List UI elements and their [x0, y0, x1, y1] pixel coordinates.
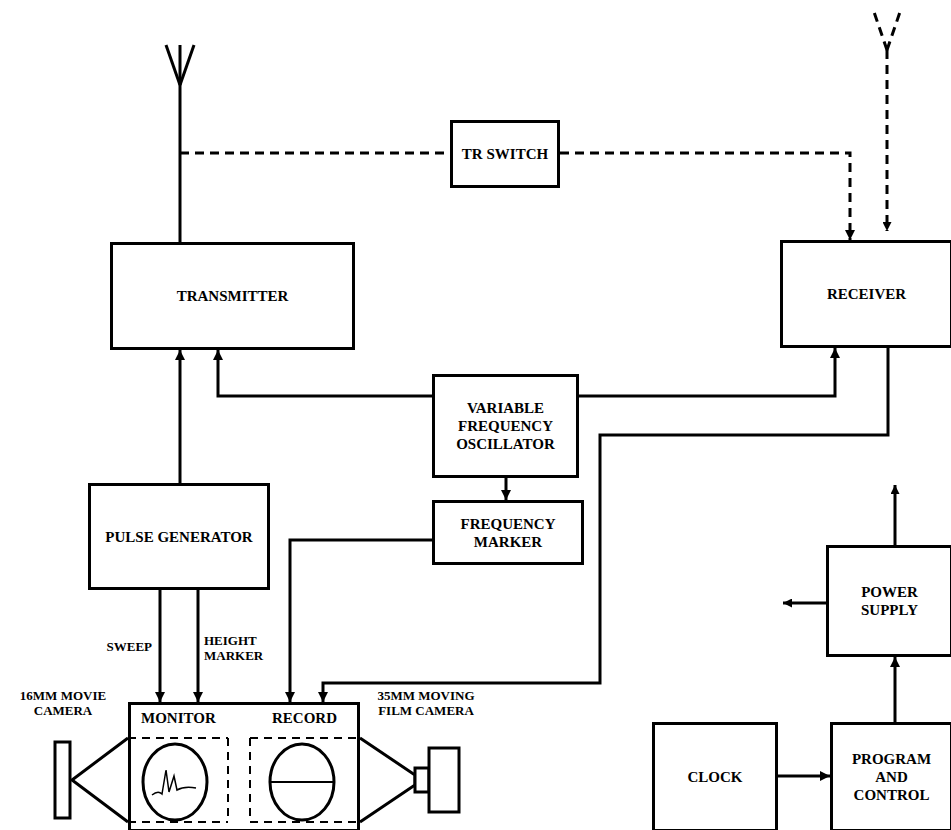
box-label: TRANSMITTER	[173, 287, 293, 305]
antenna-mast	[179, 45, 182, 242]
signal-label: HEIGHT MARKER	[204, 634, 284, 664]
antenna-mast	[886, 50, 889, 231]
signal-connector	[579, 348, 835, 396]
power-output-arrow	[783, 602, 826, 605]
box-label: CLOCK	[683, 768, 746, 786]
movie-camera	[55, 738, 128, 822]
signal-connector	[159, 590, 162, 702]
monitor-screen	[143, 744, 207, 820]
camera-label: 16MM MOVIE CAMERA	[4, 689, 122, 719]
process-box: TR SWITCH	[450, 120, 560, 188]
signal-connector	[894, 657, 897, 722]
display-panel: MONITOR RECORD	[128, 702, 360, 830]
box-label: TR SWITCH	[458, 145, 552, 163]
antenna-arm	[180, 45, 194, 85]
power-output-arrow	[894, 485, 897, 545]
camera-lens	[415, 768, 429, 792]
process-box: TRANSMITTER	[110, 242, 355, 350]
antenna-feed-line	[180, 152, 450, 155]
antenna-arm	[166, 45, 180, 85]
box-label: PULSE GENERATOR	[101, 528, 256, 546]
screen-trace	[152, 770, 196, 795]
process-box: POWER SUPPLY	[826, 545, 951, 657]
signal-connector	[560, 153, 850, 240]
antenna-arm	[874, 12, 887, 50]
camera-lens-cone	[360, 738, 415, 822]
box-label: FREQUENCY MARKER	[439, 515, 577, 551]
process-box: PULSE GENERATOR	[88, 483, 270, 590]
process-box: FREQUENCY MARKER	[432, 500, 584, 565]
box-label: MONITOR	[139, 709, 218, 727]
box-label: PROGRAM AND CONTROL	[838, 750, 946, 804]
signal-connector	[218, 350, 432, 396]
process-box: CLOCK	[652, 722, 778, 830]
view-line	[250, 737, 360, 739]
camera-label: 35MM MOVING FILM CAMERA	[366, 689, 486, 719]
signal-connector	[290, 540, 432, 702]
box-label: POWER SUPPLY	[836, 583, 944, 619]
signal-label: SWEEP	[88, 640, 152, 655]
screen-trace	[270, 781, 334, 783]
record-screen	[270, 744, 334, 820]
view-line	[227, 738, 229, 822]
camera-body	[55, 742, 70, 818]
process-box: VARIABLE FREQUENCY OSCILLATOR	[432, 374, 579, 478]
signal-connector	[778, 775, 830, 778]
camera-body	[429, 748, 459, 812]
signal-connector	[197, 590, 200, 702]
film-camera	[360, 738, 459, 822]
signal-connector	[323, 348, 888, 702]
box-label: VARIABLE FREQUENCY OSCILLATOR	[442, 399, 570, 453]
view-line	[128, 737, 228, 739]
transmit-antenna	[166, 45, 194, 242]
process-box: PROGRAM AND CONTROL	[830, 722, 951, 830]
receive-antenna	[874, 12, 900, 231]
camera-view-lines	[128, 738, 360, 822]
box-label: RECORD	[270, 709, 339, 727]
process-box: RECEIVER	[780, 240, 951, 348]
view-line	[249, 738, 251, 822]
box-label: RECEIVER	[823, 285, 910, 303]
camera-lens-cone	[72, 738, 128, 822]
signal-connector	[179, 350, 182, 483]
signal-connector	[505, 478, 508, 500]
antenna-arm	[887, 12, 900, 50]
